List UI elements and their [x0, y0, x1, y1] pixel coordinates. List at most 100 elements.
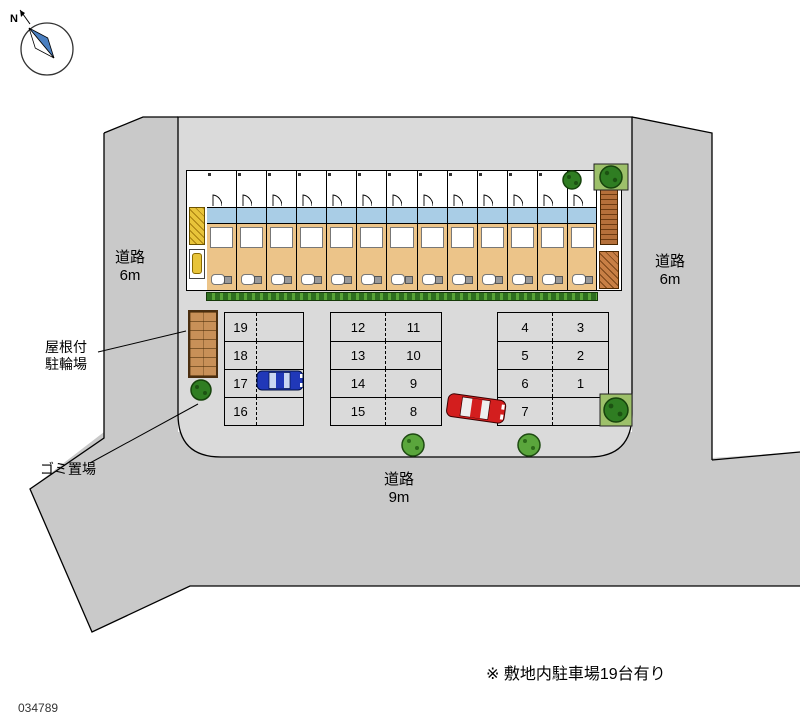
- unit-room: [237, 224, 267, 290]
- unit-inner-room: [450, 227, 474, 248]
- vent-mark: [568, 173, 572, 176]
- compass-north-label: N: [10, 13, 18, 25]
- unit-bath: [421, 274, 436, 285]
- unit-balcony: [357, 207, 387, 224]
- unit-fixture: [314, 276, 323, 284]
- building-unit: [417, 171, 448, 290]
- road-bottom-right-surface: [712, 452, 800, 586]
- parking-stall-17: 17: [225, 369, 257, 397]
- vent-mark: [538, 173, 542, 176]
- road-width: 9m: [388, 489, 410, 506]
- building-right-endcap: [596, 171, 621, 290]
- stall-number: 3: [576, 319, 585, 335]
- stall-number: 10: [406, 348, 421, 363]
- unit-balcony: [477, 207, 507, 224]
- unit-fixture: [464, 276, 473, 284]
- unit-inner-room: [540, 227, 564, 248]
- plan-id: 034789: [18, 701, 59, 715]
- parking-stall-19: 19: [225, 313, 257, 341]
- stall-number: 9: [409, 376, 418, 391]
- road-outline: [29, 133, 800, 633]
- compass: N: [10, 9, 74, 76]
- stall-number: 13: [350, 348, 366, 363]
- unit-inner-room: [270, 227, 294, 248]
- unit-entrance: [387, 171, 417, 207]
- unit-bath: [301, 274, 316, 285]
- stall-number: 8: [409, 404, 418, 419]
- parking-stall-16: 16: [225, 397, 257, 425]
- garbage-area-label: ゴミ置場: [40, 461, 96, 477]
- unit-balcony: [537, 207, 567, 224]
- unit-bath: [361, 274, 376, 285]
- unit-inner-room: [360, 227, 384, 248]
- unit-room: [387, 224, 417, 290]
- unit-room: [507, 224, 537, 290]
- unit-room: [267, 224, 297, 290]
- unit-inner-room: [480, 227, 504, 248]
- stairs-brown-lower: [599, 251, 619, 289]
- stall-number: 19: [233, 319, 248, 335]
- building-unit: [207, 171, 238, 290]
- bicycle-parking-label: 屋根付 駐輪場: [36, 339, 96, 373]
- door-swing-icon: [483, 194, 493, 207]
- unit-entrance: [567, 171, 598, 207]
- compass-needle-white: [28, 27, 55, 59]
- unit-fixture: [254, 276, 263, 284]
- unit-fixture: [554, 276, 563, 284]
- unit-entrance: [237, 171, 267, 207]
- unit-fixture: [585, 276, 594, 284]
- compass-circle: [20, 22, 74, 76]
- unit-inner-room: [420, 227, 444, 248]
- parking-stall-8: 8: [386, 397, 441, 425]
- unit-balcony: [507, 207, 537, 224]
- road-name: 道路: [383, 471, 414, 488]
- stall-number: 16: [233, 404, 248, 419]
- unit-bath: [391, 274, 406, 285]
- road-name: 道路: [114, 249, 145, 266]
- unit-bath: [331, 274, 346, 285]
- unit-balcony: [237, 207, 267, 224]
- unit-inner-room: [240, 227, 264, 248]
- apartment-building: [186, 170, 622, 291]
- unit-fixture: [404, 276, 413, 284]
- building-unit: [387, 171, 418, 290]
- door-swing-icon: [573, 194, 583, 207]
- stall-number: 12: [350, 319, 366, 335]
- vent-mark: [358, 173, 362, 176]
- stall-number: 15: [350, 404, 366, 419]
- door-swing-icon: [332, 194, 343, 207]
- parking-stall-7: 7: [498, 397, 553, 425]
- north-arrow-head: [20, 10, 25, 17]
- unit-bath: [481, 274, 496, 285]
- parking-stall-12: 12: [331, 313, 386, 341]
- unit-room: [477, 224, 507, 290]
- parking-stall-9: 9: [386, 369, 441, 397]
- door-swing-icon: [423, 194, 433, 207]
- building-unit: [297, 171, 328, 290]
- parking-cell-empty: [553, 397, 608, 425]
- parking-cell-empty: [257, 397, 303, 425]
- door-swing-icon: [272, 194, 283, 207]
- road-width: 6m: [119, 267, 141, 284]
- vent-mark: [328, 173, 332, 176]
- unit-inner-room: [570, 227, 595, 248]
- parking-stall-5: 5: [498, 341, 553, 369]
- vent-mark: [208, 173, 211, 176]
- parking-stall-18: 18: [225, 341, 257, 369]
- road-label-right: 道路 6m: [642, 253, 698, 289]
- unit-room: [327, 224, 357, 290]
- vent-mark: [238, 173, 242, 176]
- parking-stall-6: 6: [498, 369, 553, 397]
- unit-room: [207, 224, 237, 290]
- entrance-mat: [192, 253, 202, 274]
- parking-stall-13: 13: [331, 341, 386, 369]
- building-unit: [537, 171, 568, 290]
- road-width: 6m: [659, 271, 681, 288]
- unit-balcony: [387, 207, 417, 224]
- building-unit: [267, 171, 298, 290]
- road-bottom-surface: [30, 432, 712, 632]
- building-unit: [327, 171, 358, 290]
- unit-room: [567, 224, 598, 290]
